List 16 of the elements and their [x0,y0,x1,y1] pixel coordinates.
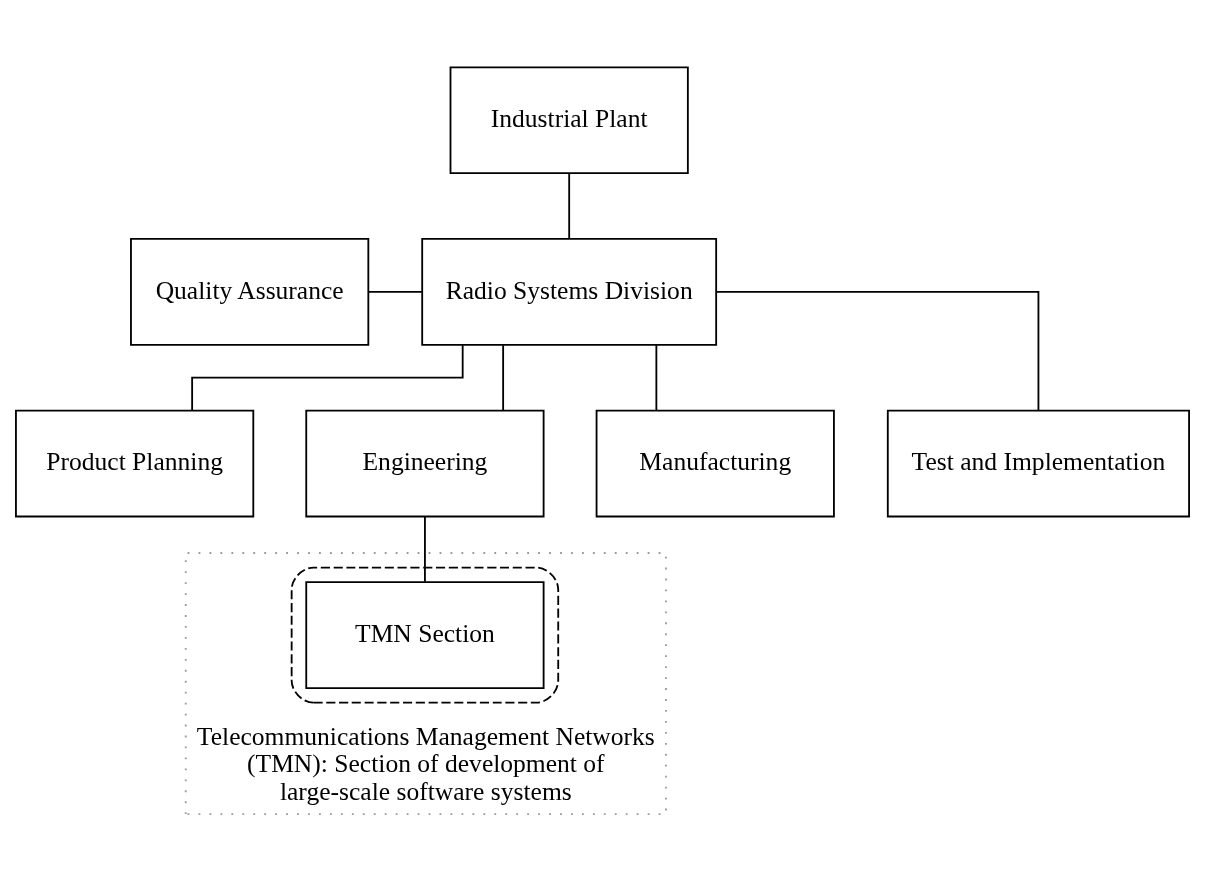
node-box: Radio Systems Division [421,238,718,346]
connector [502,344,505,412]
connector [424,515,426,583]
connector [715,290,1040,412]
node-box: Quality Assurance [130,238,370,346]
node-box: Test and Implementation [886,409,1190,518]
connector [655,344,658,412]
node-box: Product Planning [15,409,255,518]
node-box: Manufacturing [595,409,835,518]
node-box: Engineering [305,409,545,518]
node-box: TMN Section [305,581,545,689]
connector [568,172,571,240]
connector [191,344,464,412]
node-box: Industrial Plant [449,66,689,175]
cluster [290,566,560,704]
connector [367,290,423,293]
